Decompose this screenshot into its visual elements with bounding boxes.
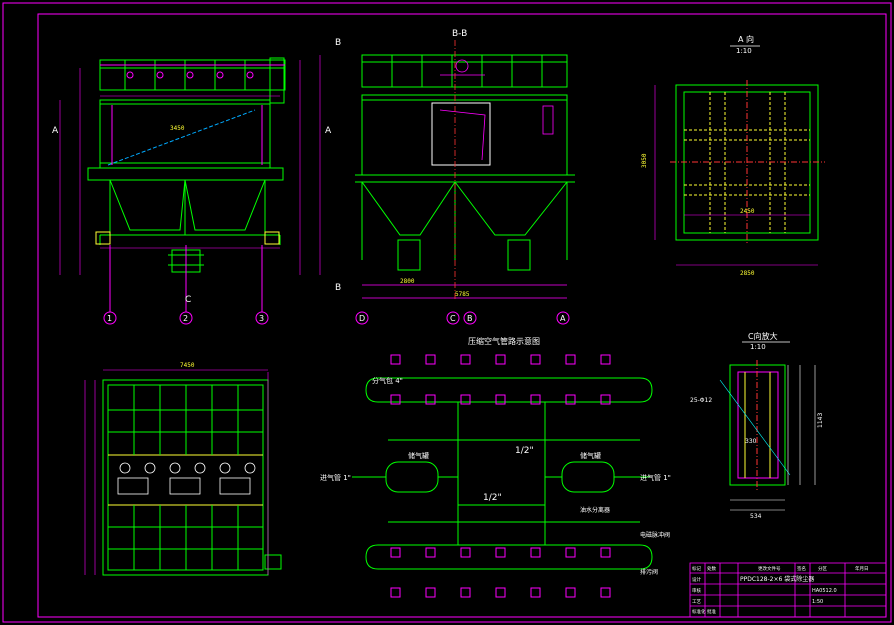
tb-scale: 1:50 [812, 599, 823, 605]
plan-top-dim: 7450 [180, 362, 195, 369]
section-bb-view [355, 54, 575, 271]
section-mark-c: C [185, 295, 191, 305]
valve-note: 电磁脉冲阀 [640, 531, 670, 539]
tb-header-4: 签名 [797, 565, 806, 572]
view-a-total: 2850 [740, 270, 755, 277]
tb-header-3: 更改文件号 [758, 565, 781, 572]
view-a-frame [654, 80, 825, 266]
front-view-details [95, 64, 285, 245]
front-top-dim: 3450 [170, 125, 185, 132]
inner-frame [37, 13, 887, 618]
axis-label-1: 1 [107, 314, 112, 323]
fitting-label-mid: 1/2" [483, 493, 502, 503]
air-pipe-diagram [352, 377, 653, 570]
tb-code: HA0512.0 [812, 588, 837, 594]
view-a-scale: 1:10 [736, 47, 752, 55]
view-c-frame [719, 360, 816, 511]
section-mark-a-right: A [325, 126, 332, 136]
axis-label-3: 3 [259, 314, 264, 323]
view-c-inner: 330 [745, 438, 757, 445]
tb-row-4: 批准 [707, 608, 716, 615]
view-a-width: 2450 [740, 208, 755, 215]
fitting-label-top: 1/2" [515, 446, 534, 456]
tank-left-label: 储气罐 [408, 451, 429, 460]
tank-right-label: 储气罐 [580, 451, 601, 460]
view-c-width: 534 [750, 513, 762, 520]
tb-row-3: 标准化 [692, 608, 706, 615]
side-axis-bubbles [355, 311, 570, 325]
title-block [689, 562, 887, 618]
plan-view [102, 379, 282, 576]
tb-header-0: 标记 [692, 565, 701, 572]
drain-note: 排污阀 [640, 568, 658, 576]
air-pipe-valves [390, 354, 611, 598]
front-elevation-view [87, 57, 286, 273]
plan-dimensions [84, 369, 269, 575]
axis-label-a: A [560, 314, 566, 323]
air-top-note: 分气包 4" [372, 376, 403, 385]
bb-dim-half: 2800 [400, 278, 415, 285]
filter-note: 油水分离器 [580, 506, 610, 514]
section-mark-b-bottom: B [335, 283, 341, 293]
tb-row-0: 设计 [692, 576, 701, 583]
bb-dim-width: 5785 [455, 291, 470, 298]
front-axis-bubbles [103, 245, 269, 325]
section-mark-b-top: B [335, 38, 341, 48]
tb-header-1: 处数 [707, 565, 716, 572]
view-a-height: 3050 [641, 153, 648, 168]
view-c-scale: 1:10 [750, 343, 766, 351]
view-c-height: 1143 [817, 413, 824, 428]
tb-drawing-name: PPDC128-2×6 袋式除尘器 [740, 575, 814, 583]
section-bb-details [362, 40, 567, 300]
section-bb-title: B-B [452, 29, 467, 39]
left-inlet-label: 进气管 1" [320, 473, 351, 482]
right-inlet-label: 进气管 1" [640, 473, 671, 482]
view-c-title: C向放大 [748, 331, 778, 341]
section-mark-a-left: A [52, 126, 59, 136]
tb-row-1: 审核 [692, 587, 701, 594]
air-pipe-title: 压缩空气管路示意图 [468, 336, 540, 346]
view-a-title: A 向 [738, 34, 754, 44]
tb-header-5: 年月日 [855, 565, 869, 572]
front-view-dimensions [59, 55, 321, 275]
axis-label-2: 2 [183, 314, 188, 323]
view-c-note: 25-Φ12 [690, 397, 712, 404]
tb-header-2: 分区 [818, 565, 827, 572]
axis-label-b: B [467, 314, 473, 323]
axis-label-c: C [450, 314, 456, 323]
axis-label-d: D [359, 314, 365, 323]
tb-row-2: 工艺 [692, 599, 701, 605]
plan-middle-details [117, 462, 256, 495]
